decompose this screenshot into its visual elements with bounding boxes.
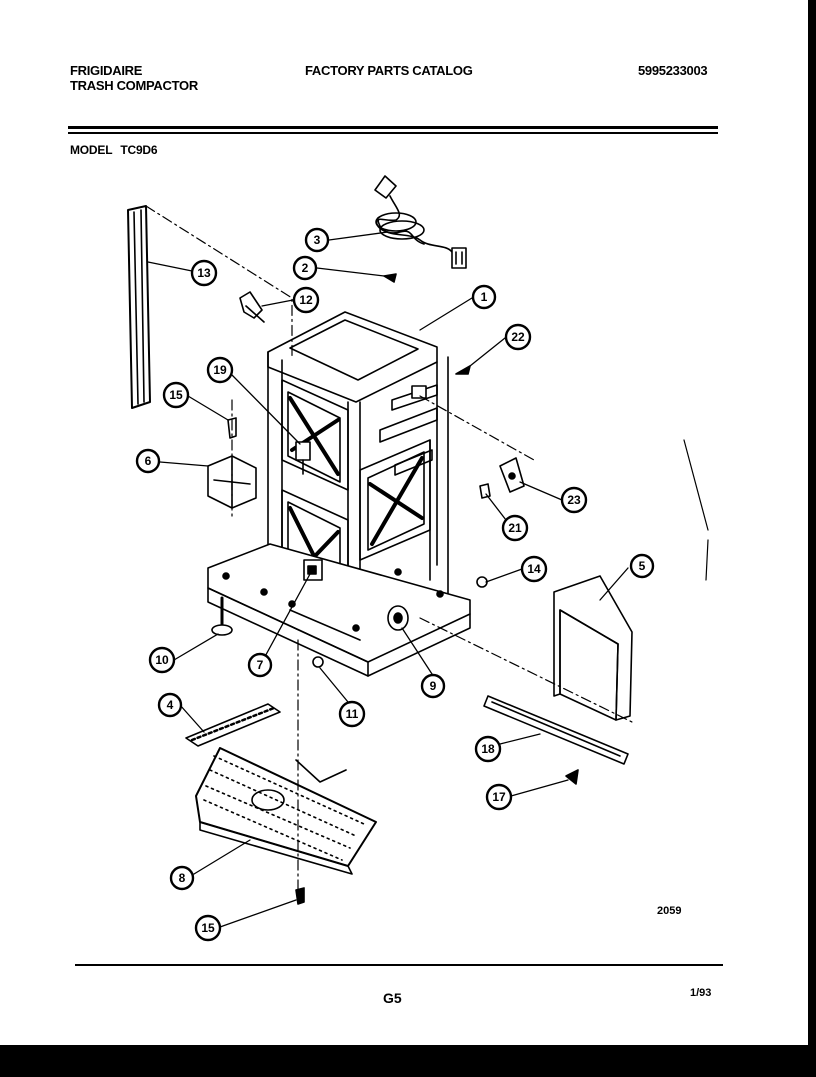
callout-11: 11 (338, 700, 366, 728)
callout-15-lower: 15 (194, 914, 222, 942)
part-screw-16 (295, 887, 305, 905)
model-number: TC9D6 (120, 143, 158, 157)
callout-14: 14 (520, 555, 548, 583)
callout-9: 9 (420, 673, 446, 699)
catalog-number: 5995233003 (638, 63, 708, 78)
callout-13-label: 13 (197, 266, 211, 280)
part-leveling-foot-10 (211, 596, 233, 636)
callout-6: 6 (135, 448, 161, 474)
revision-date: 1/93 (690, 987, 712, 999)
model-label: MODEL (70, 143, 113, 157)
callout-13: 13 (190, 259, 218, 287)
callout-18: 18 (474, 735, 502, 763)
callout-2-label: 2 (302, 261, 309, 275)
part-clip-21 (479, 483, 491, 499)
callout-7: 7 (247, 652, 273, 678)
product-name: TRASH COMPACTOR (70, 78, 198, 93)
callout-21: 21 (501, 514, 529, 542)
callout-8: 8 (169, 865, 195, 891)
catalog-title: FACTORY PARTS CATALOG (305, 63, 473, 78)
part-rear-panel-5 (553, 575, 633, 721)
part-wiring-strip-4 (185, 703, 281, 747)
callout-15-lower-label: 15 (201, 921, 215, 935)
part-side-trim (127, 205, 151, 409)
part-bracket-clip (239, 291, 265, 323)
callout-15-upper-label: 15 (169, 388, 183, 402)
callout-4: 4 (157, 692, 183, 718)
callout-14-label: 14 (527, 562, 541, 576)
part-roller-9 (387, 605, 409, 631)
callout-12-label: 12 (299, 293, 313, 307)
part-screw-22 (455, 365, 471, 375)
callout-8-label: 8 (179, 871, 186, 885)
scan-border-right (808, 0, 816, 1077)
callout-23-label: 23 (567, 493, 581, 507)
part-screw-2 (383, 273, 397, 283)
part-switch-19 (295, 441, 311, 475)
callout-9-label: 9 (430, 679, 437, 693)
part-latch-23 (499, 457, 525, 493)
callout-19-label: 19 (213, 363, 227, 377)
callout-2: 2 (292, 255, 318, 281)
callout-22: 22 (504, 323, 532, 351)
figure-code: 2059 (657, 905, 682, 917)
callout-19: 19 (206, 356, 234, 384)
callout-4-label: 4 (167, 698, 174, 712)
callout-22-label: 22 (511, 330, 525, 344)
callout-11-label: 11 (346, 707, 359, 721)
callout-10: 10 (148, 646, 176, 674)
page-code: G5 (383, 990, 402, 1006)
callout-17-label: 17 (492, 790, 506, 804)
callout-1-label: 1 (481, 290, 488, 304)
callout-23: 23 (560, 486, 588, 514)
callout-12: 12 (292, 286, 320, 314)
footer-rule (75, 964, 723, 966)
header-rule-bottom (68, 132, 718, 134)
part-capacitor-7 (303, 559, 323, 581)
part-base-plate-8 (195, 747, 377, 875)
callout-17: 17 (485, 783, 513, 811)
model-line: MODEL TC9D6 (70, 143, 158, 157)
header-rule-top (68, 126, 718, 129)
callout-10-label: 10 (155, 653, 169, 667)
callout-1: 1 (471, 284, 497, 310)
part-screw-17 (565, 769, 579, 785)
callout-5: 5 (629, 553, 655, 579)
scan-border-bottom (0, 1045, 816, 1077)
part-nut-11 (312, 656, 324, 668)
callout-3: 3 (304, 227, 330, 253)
callout-7-label: 7 (257, 658, 264, 672)
brand-name: FRIGIDAIRE (70, 63, 143, 78)
part-power-cord (374, 175, 467, 269)
callout-15-upper: 15 (162, 381, 190, 409)
callout-6-label: 6 (145, 454, 152, 468)
callout-21-label: 21 (508, 521, 522, 535)
callout-5-label: 5 (639, 559, 646, 573)
callout-3-label: 3 (314, 233, 321, 247)
callout-18-label: 18 (481, 742, 495, 756)
part-rail-18 (483, 695, 629, 765)
